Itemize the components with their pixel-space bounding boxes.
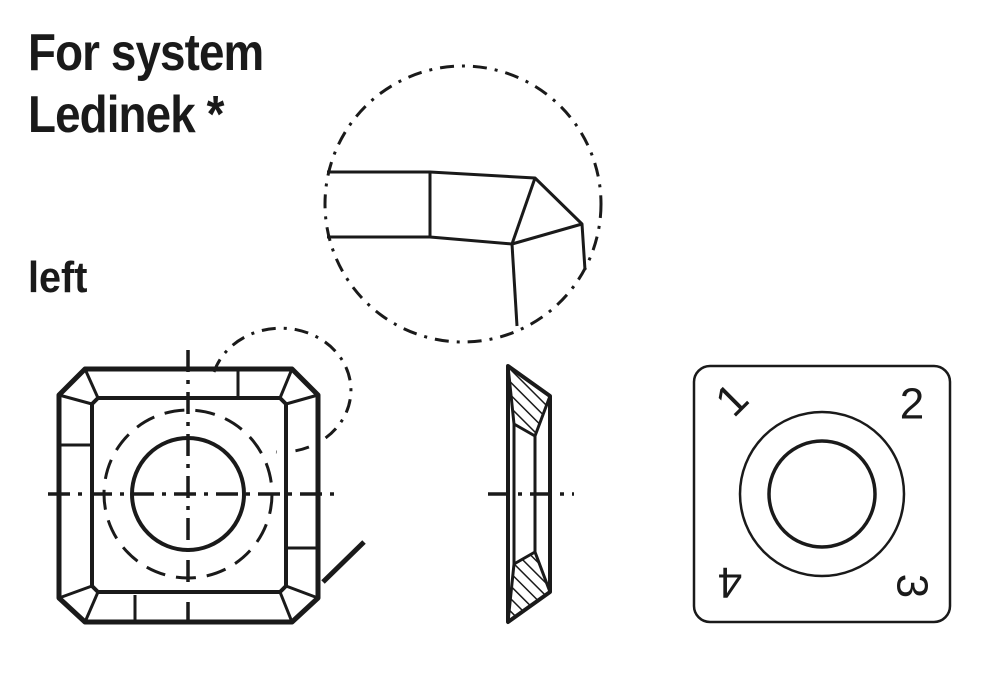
insert-top-view	[48, 326, 366, 632]
orientation-label: left	[28, 253, 88, 302]
numbered-face-outer-ring	[738, 410, 906, 578]
insert-numbered-face	[692, 364, 952, 624]
detail-edge-profile	[327, 170, 587, 327]
corner-number-3: 3	[888, 574, 937, 598]
insert-section-view	[488, 364, 574, 624]
detail-marker-circle	[212, 326, 353, 454]
numbered-face-outline	[692, 364, 952, 624]
heading-line-1: For system	[28, 24, 264, 82]
corner-number-4: 4	[718, 558, 742, 607]
corner-number-1: 1	[706, 374, 758, 426]
corner-number-2: 2	[900, 380, 924, 429]
numbered-face-bore	[767, 439, 877, 549]
corner-bevel-lines	[58, 368, 319, 623]
detail-circle	[323, 64, 603, 344]
detail-magnifier	[323, 64, 603, 344]
heading-line-2: Ledinek *	[28, 86, 224, 144]
section-outline	[506, 364, 552, 624]
heading: For system Ledinek *	[28, 22, 295, 146]
center-lines	[48, 350, 334, 632]
edge-facet-ticks	[61, 371, 316, 620]
cutting-edge-marker	[321, 540, 366, 584]
